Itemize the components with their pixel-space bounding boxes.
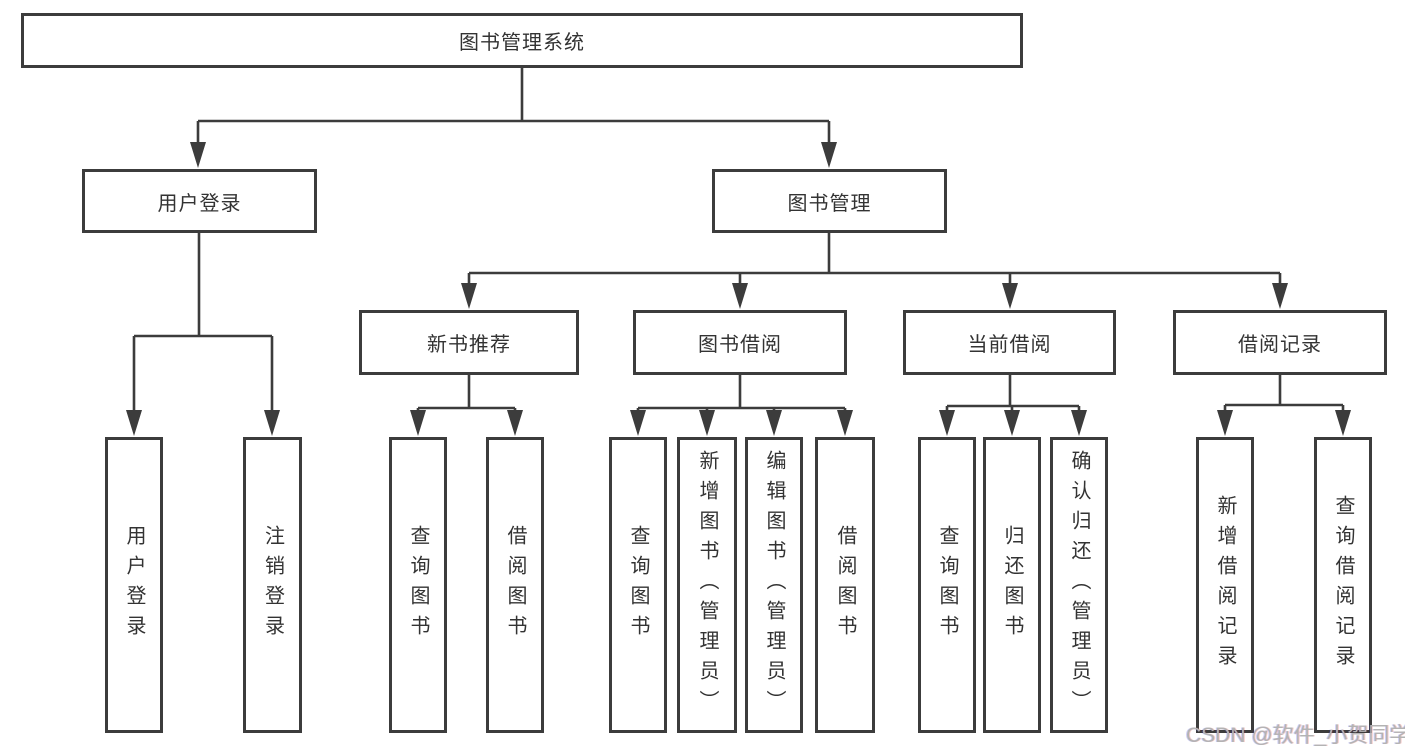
leaf-recommend-query-book: 查询图书 — [389, 437, 447, 733]
watermark: CSDN @软件_小贺同学 — [1186, 724, 1405, 747]
node-label: 查询图书 — [936, 525, 958, 645]
node-label: 借阅图书 — [834, 525, 856, 645]
connector-book-management-fan — [467, 233, 1282, 288]
connector-user-login-fan — [132, 233, 274, 415]
node-label: 用户登录 — [123, 525, 145, 645]
node-label: 图书借阅 — [698, 334, 782, 356]
leaf-records-query-record: 查询借阅记录 — [1314, 437, 1372, 733]
node-label: 归还图书 — [1001, 525, 1023, 645]
leaf-recommend-borrow-book: 借阅图书 — [486, 437, 544, 733]
node-label: 查询图书 — [407, 525, 429, 645]
node-current-borrow: 当前借阅 — [903, 310, 1116, 375]
node-user-login: 用户登录 — [82, 169, 317, 233]
node-label: 借阅图书 — [504, 525, 526, 645]
node-root: 图书管理系统 — [21, 13, 1023, 68]
node-label: 用户登录 — [157, 192, 242, 215]
node-label: 图书管理 — [787, 192, 872, 215]
node-label: 借阅记录 — [1238, 334, 1322, 356]
node-new-book-recommend: 新书推荐 — [359, 310, 579, 375]
leaf-records-add-record: 新增借阅记录 — [1196, 437, 1254, 733]
node-label: 新增借阅记录 — [1214, 495, 1236, 675]
leaf-current-confirm-return-admin: 确认归还（管理员） — [1050, 437, 1108, 733]
node-label: 查询借阅记录 — [1332, 495, 1354, 675]
connector-book-borrow-fan — [636, 375, 847, 416]
node-label: 注销登录 — [261, 525, 284, 645]
connector-root-fan — [196, 68, 831, 147]
leaf-borrow-query-book: 查询图书 — [609, 437, 667, 733]
node-label: 确认归还（管理员） — [1068, 450, 1090, 720]
leaf-current-return-book: 归还图书 — [983, 437, 1041, 733]
connector-current-borrow-fan — [945, 375, 1081, 416]
leaf-borrow-edit-book-admin: 编辑图书（管理员） — [745, 437, 803, 733]
leaf-borrow-add-book-admin: 新增图书（管理员） — [677, 437, 737, 733]
node-label: 查询图书 — [627, 525, 649, 645]
leaf-logout: 注销登录 — [243, 437, 302, 733]
node-label: 新书推荐 — [427, 334, 511, 356]
node-book-management: 图书管理 — [712, 169, 947, 233]
node-book-borrow: 图书借阅 — [633, 310, 847, 375]
connector-borrow-record-fan — [1223, 375, 1345, 416]
leaf-current-query-book: 查询图书 — [918, 437, 976, 733]
node-label: 新增图书（管理员） — [696, 450, 718, 720]
node-label: 当前借阅 — [967, 334, 1052, 356]
node-label: 编辑图书（管理员） — [763, 450, 785, 720]
arrowhead-icons — [126, 142, 1351, 436]
leaf-borrow-borrow-book: 借阅图书 — [815, 437, 875, 733]
node-label: 图书管理系统 — [459, 32, 585, 54]
connector-new-book-fan — [416, 375, 517, 416]
leaf-user-login: 用户登录 — [105, 437, 163, 733]
node-borrow-records: 借阅记录 — [1173, 310, 1387, 375]
